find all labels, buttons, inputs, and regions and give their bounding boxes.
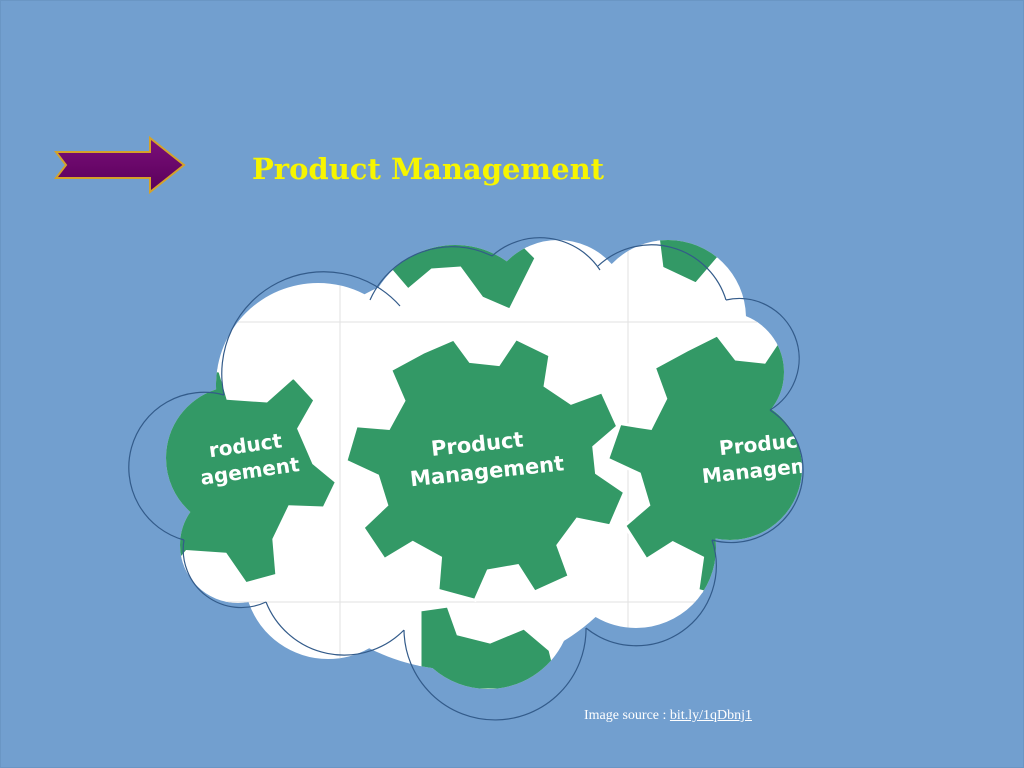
image-source-caption: Image source : bit.ly/1qDbnj1 — [584, 708, 752, 724]
gear-center: Product Management — [344, 336, 627, 603]
slide-title: Product Management — [252, 152, 605, 186]
right-arrow-icon — [53, 135, 186, 195]
gear-right: Produc Managem — [605, 333, 802, 603]
gear-bottom — [418, 604, 562, 689]
image-source-link[interactable]: bit.ly/1qDbnj1 — [669, 708, 752, 723]
caption-prefix: Image source : — [584, 708, 670, 723]
